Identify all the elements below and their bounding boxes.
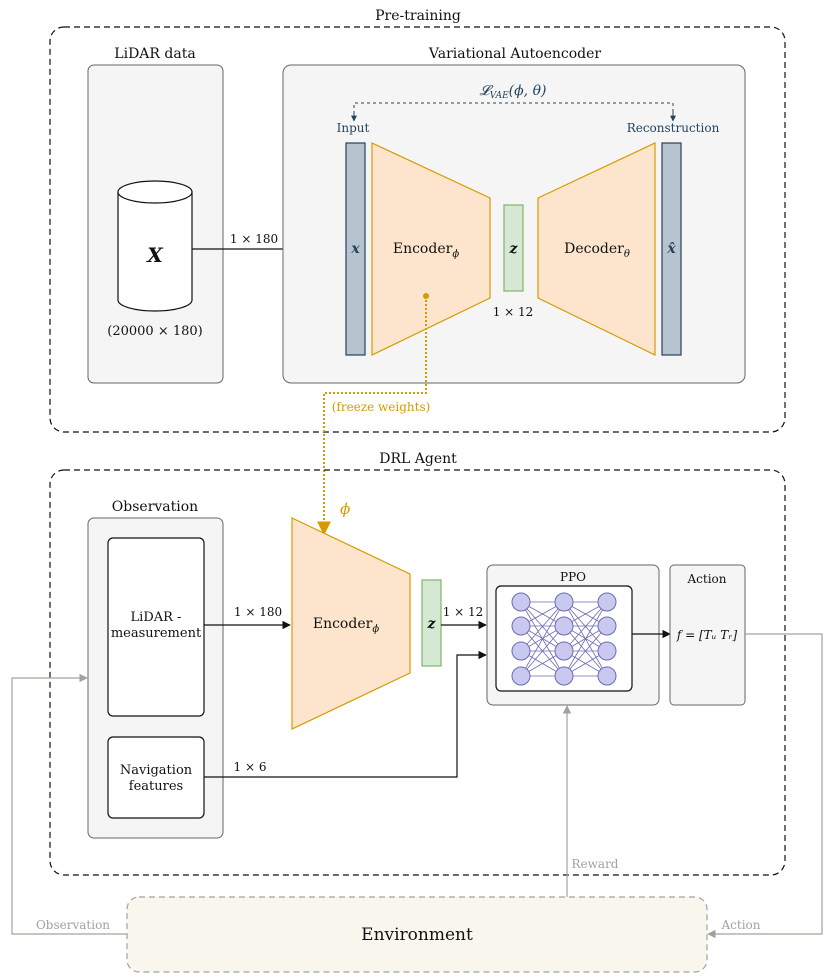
- nn-edge: [563, 601, 608, 652]
- pretraining-section: [49, 26, 786, 433]
- vae-loss-label: 𝓛VAE(ϕ, θ): [480, 83, 547, 101]
- nn-edge: [520, 625, 565, 677]
- vae-latent-z-symbol: z: [509, 241, 519, 257]
- action-feedback-arrow: [707, 633, 823, 939]
- freeze-weights-link: [317, 296, 427, 536]
- nn-edge: [563, 625, 608, 677]
- nn-node: [511, 641, 531, 661]
- vae-encoder-block: [371, 142, 491, 356]
- vae-title: Variational Autoencoder: [428, 46, 602, 62]
- input-label: Input: [337, 121, 370, 135]
- reconstruction-bar: [661, 142, 682, 356]
- agent-encoder-block: [291, 517, 411, 730]
- freeze-weights-label: (freeze weights): [332, 400, 431, 414]
- agent-latent-dim: 1 × 12: [443, 605, 484, 619]
- nn-edge: [520, 601, 565, 652]
- nn-node: [597, 666, 617, 686]
- nn-node: [511, 592, 531, 612]
- environment-label: Environment: [361, 925, 473, 945]
- drl-agent-section: [49, 469, 786, 876]
- action-box: [669, 564, 746, 706]
- action-formula: f = [Tᵤ Tᵣ]: [676, 628, 738, 642]
- drl-agent-label: DRL Agent: [379, 451, 457, 467]
- ppo-label: PPO: [560, 570, 586, 584]
- frozen-phi-symbol: ϕ: [340, 500, 350, 518]
- nn-node: [511, 666, 531, 686]
- navigation-dimension-label: 1 × 6: [234, 760, 267, 774]
- vae-latent-dim: 1 × 12: [493, 305, 534, 319]
- vae-decoder-label: Decoderθ: [564, 241, 630, 260]
- nn-edge: [520, 601, 565, 677]
- loss-bracket-line: [353, 102, 674, 120]
- action-title: Action: [687, 572, 727, 586]
- nn-node: [597, 616, 617, 636]
- dataset-size: (20000 × 180): [107, 324, 202, 339]
- nn-node: [554, 616, 574, 636]
- vae-latent-z: [503, 204, 524, 292]
- vae-decoder-block: [537, 142, 656, 356]
- observation-feedback-arrow: [11, 673, 127, 935]
- input-x-symbol: x: [350, 241, 360, 257]
- agent-latent-z: [421, 579, 442, 667]
- input-bar: [345, 142, 366, 356]
- reconstruction-xhat-symbol: x̂: [666, 241, 676, 257]
- nn-node: [554, 592, 574, 612]
- lidar-measurement-label: LiDAR -measurement: [111, 610, 202, 641]
- input-dimension-label: 1 × 180: [230, 232, 278, 246]
- nn-edge: [563, 601, 608, 677]
- vae-encoder-label: Encoderϕ: [393, 241, 459, 260]
- nn-node: [597, 592, 617, 612]
- nn-node: [511, 616, 531, 636]
- action-feedback-label: Action: [721, 918, 761, 932]
- agent-encoder-label: Encoderϕ: [313, 616, 379, 635]
- dataset-symbol: X: [145, 243, 164, 267]
- lidar-dimension-label: 1 × 180: [234, 605, 282, 619]
- nn-node: [597, 641, 617, 661]
- observation-feedback-label: Observation: [36, 918, 110, 932]
- reconstruction-label: Reconstruction: [627, 121, 720, 135]
- navigation-to-ppo-arrow: [204, 650, 487, 778]
- ppo-neural-network: [511, 592, 617, 686]
- lidar-data-title: LiDAR data: [114, 46, 195, 62]
- observation-title: Observation: [112, 499, 198, 515]
- reward-label: Reward: [572, 857, 619, 871]
- nn-node: [554, 641, 574, 661]
- pretraining-label: Pre-training: [375, 8, 461, 24]
- dataset-cylinder: [117, 180, 193, 312]
- agent-latent-z-symbol: z: [427, 616, 437, 632]
- freeze-label-bg: [332, 398, 430, 416]
- lidar-measurement-box: [107, 537, 205, 717]
- nn-node: [554, 666, 574, 686]
